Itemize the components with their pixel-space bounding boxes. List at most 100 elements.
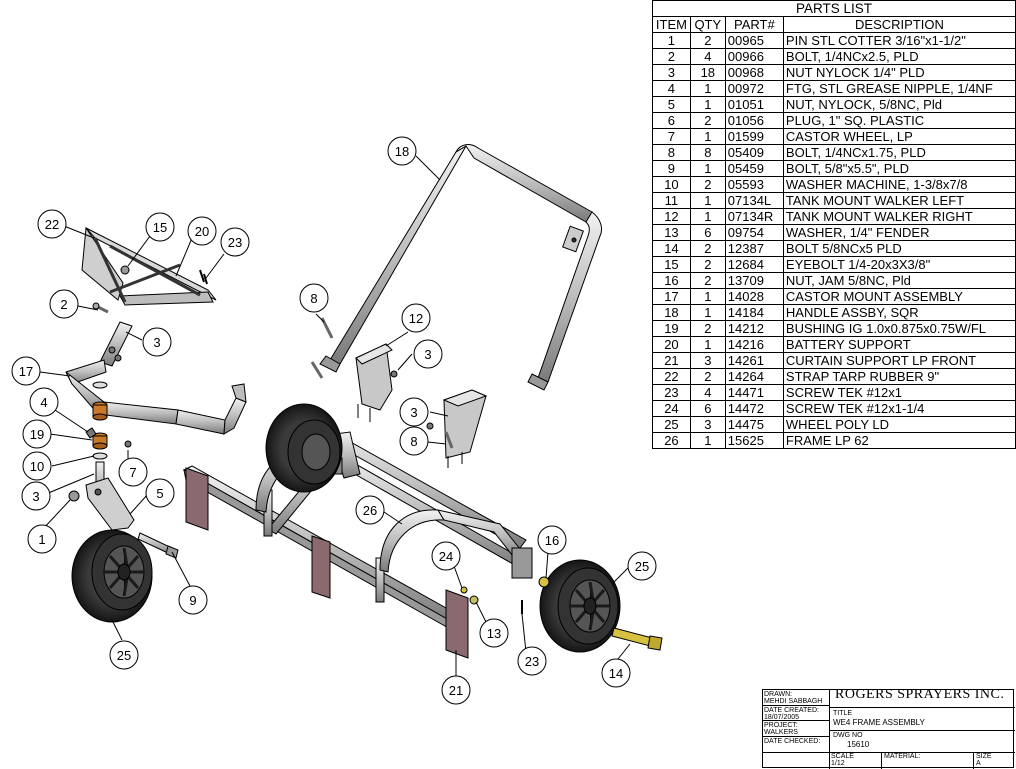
qty-cell: 1 <box>689 288 726 305</box>
item-cell: 24 <box>652 400 691 417</box>
balloon-circle <box>187 216 217 246</box>
qty-cell: 1 <box>689 80 726 97</box>
balloon-circle <box>517 646 547 676</box>
item-cell: 4 <box>652 80 691 97</box>
date-created-value: 18/07/2005 <box>764 714 800 721</box>
parts-list-title: PARTS LIST <box>652 0 1016 17</box>
item-cell: 3 <box>652 64 691 81</box>
description-cell: BOLT, 1/4NCx2.5, PLD <box>782 48 1016 65</box>
balloon-callout: 12 <box>401 303 431 333</box>
description-cell: HANDLE ASSBY, SQR <box>782 304 1016 321</box>
description-cell: STRAP TARP RUBBER 9" <box>782 368 1016 385</box>
item-cell: 26 <box>652 432 691 449</box>
drawn-label: DRAWN: <box>764 691 793 698</box>
balloon-number: 24 <box>439 549 453 564</box>
balloon-callout: 25 <box>627 551 657 581</box>
balloon-callout: 24 <box>431 541 461 571</box>
title-value: WE4 FRAME ASSEMBLY <box>833 718 925 727</box>
balloon-callout: 4 <box>29 387 59 417</box>
item-cell: 18 <box>652 304 691 321</box>
balloon-callout: 23 <box>517 646 547 676</box>
leaders <box>39 155 631 678</box>
balloon-circle <box>627 551 657 581</box>
part-number-cell: 07134R <box>724 208 784 225</box>
part-number-cell: 00968 <box>724 64 784 81</box>
dwg-label: DWG NO <box>833 732 863 739</box>
item-cell: 22 <box>652 368 691 385</box>
part-number-cell: 12387 <box>724 240 784 257</box>
balloon-callout: 19 <box>22 419 52 449</box>
item-cell: 12 <box>652 208 691 225</box>
qty-cell: 1 <box>689 96 726 113</box>
description-cell: WASHER, 1/4" FENDER <box>782 224 1016 241</box>
qty-cell: 2 <box>689 256 726 273</box>
item-cell: 11 <box>652 192 691 209</box>
item-cell: 1 <box>652 32 691 49</box>
castor-pivot-stack <box>68 381 135 531</box>
balloon-circle <box>109 640 139 670</box>
item-cell: 2 <box>652 48 691 65</box>
part-number-cell: 05459 <box>724 160 784 177</box>
description-cell: BATTERY SUPPORT <box>782 336 1016 353</box>
project-value: WALKERS <box>764 729 798 736</box>
part-number-cell: 14264 <box>724 368 784 385</box>
balloon-circle <box>37 209 67 239</box>
project-label: PROJECT: <box>764 722 798 729</box>
balloon-circle <box>537 525 567 555</box>
part-number-cell: 14028 <box>724 288 784 305</box>
description-cell: SCREW TEK #12x1-1/4 <box>782 400 1016 417</box>
balloon-number: 8 <box>410 434 417 449</box>
qty-cell: 1 <box>689 160 726 177</box>
balloon-number: 5 <box>156 486 163 501</box>
balloon-number: 15 <box>153 220 167 235</box>
part-number-cell: 12684 <box>724 256 784 273</box>
balloon-callout: 21 <box>441 675 471 705</box>
wheel-left <box>71 529 153 623</box>
item-cell: 10 <box>652 176 691 193</box>
qty-cell: 1 <box>689 304 726 321</box>
balloon-circle <box>431 541 461 571</box>
balloon-callout: 3 <box>142 327 172 357</box>
battery-support <box>81 226 217 306</box>
item-cell: 9 <box>652 160 691 177</box>
item-cell: 20 <box>652 336 691 353</box>
balloon-circle <box>413 339 443 369</box>
title-block: DRAWN: MEHDI SABBAGH DATE CREATED: 18/07… <box>762 687 1015 769</box>
balloon-number: 25 <box>117 648 131 663</box>
balloon-callout: 23 <box>220 227 250 257</box>
balloon-number: 2 <box>60 297 67 312</box>
scale-label: SCALE <box>831 753 854 760</box>
bolt-item-14 <box>611 627 663 651</box>
balloon-circle <box>11 356 41 386</box>
balloon-number: 26 <box>363 503 377 518</box>
balloon-number: 1 <box>38 532 45 547</box>
part-number-cell: 00966 <box>724 48 784 65</box>
company-name: ROGERS SPRAYERS INC. <box>835 687 1005 702</box>
balloon-number: 20 <box>195 224 209 239</box>
description-cell: SCREW TEK #12x1 <box>782 384 1016 401</box>
description-cell: NUT, NYLOCK, 5/8NC, Pld <box>782 96 1016 113</box>
item-cell: 21 <box>652 352 691 369</box>
main-frame <box>182 417 533 631</box>
description-cell: EYEBOLT 1/4-20x3X3/8" <box>782 256 1016 273</box>
balloon-number: 23 <box>525 654 539 669</box>
qty-cell: 1 <box>689 128 726 145</box>
qty-cell: 6 <box>689 224 726 241</box>
balloon-callout: 16 <box>537 525 567 555</box>
description-cell: WHEEL POLY LD <box>782 416 1016 433</box>
part-number-cell: 00972 <box>724 80 784 97</box>
part-number-cell: 00965 <box>724 32 784 49</box>
balloon-callout: 20 <box>187 216 217 246</box>
description-cell: PLUG, 1" SQ. PLASTIC <box>782 112 1016 129</box>
item-cell: 7 <box>652 128 691 145</box>
balloon-callout: 22 <box>37 209 67 239</box>
qty-cell: 18 <box>689 64 726 81</box>
